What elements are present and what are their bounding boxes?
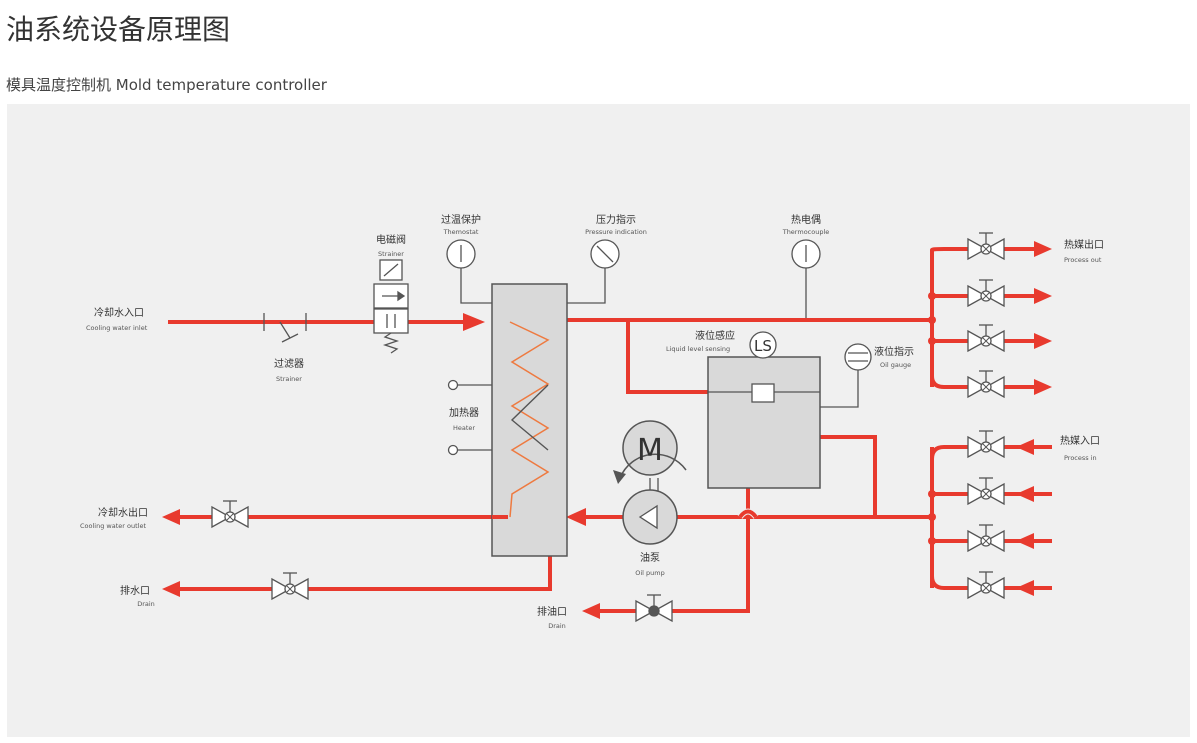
pressure-sub: Pressure indication (585, 228, 647, 236)
thermostat-label: 过温保护 (441, 213, 481, 226)
level-sensor (749, 331, 777, 359)
labels: 冷却水入口 Cooling water inlet 过滤器 Strainer 电… (80, 213, 1104, 630)
heating-element (510, 384, 549, 451)
pressure-gauge (590, 239, 620, 269)
red-piping (168, 247, 1052, 613)
cooling-out-label: 冷却水出口 (98, 506, 148, 519)
heater-label: 加热器 (449, 406, 479, 419)
strainer-label: 过滤器 (274, 357, 304, 370)
oil-pump-label: 油泵 (640, 551, 660, 564)
ls-symbol: LS (754, 337, 772, 355)
page-subtitle: 模具温度控制机 Mold temperature controller (6, 76, 327, 94)
thermocouple-sub: Thermocouple (782, 228, 830, 236)
process-in-label: 热媒入口 (1060, 434, 1100, 447)
schematic-svg: LS M (80, 213, 1104, 630)
thermocouple-label: 热电偶 (791, 213, 821, 226)
thermostat-sub: Themostat (443, 228, 479, 236)
cooling-out-sub: Cooling water outlet (80, 522, 146, 530)
process-out-label: 热媒出口 (1064, 238, 1104, 251)
drain-label: 排水口 (120, 584, 150, 597)
solenoid-label: 电磁阀 (376, 233, 406, 246)
solenoid-valve (373, 259, 409, 354)
schematic-panel: LS M (7, 104, 1190, 737)
solenoid-sub: Strainer (378, 250, 404, 258)
oil-gauge-instrument (844, 343, 872, 371)
drain-sub: Drain (137, 600, 155, 608)
level-sensing-label: 液位感应 (695, 329, 735, 342)
page-title: 油系统设备原理图 (6, 13, 231, 46)
oil-tank (707, 356, 821, 489)
oil-drain-label: 排油口 (537, 605, 567, 618)
heater-coil (509, 321, 550, 518)
oil-pump-sub: Oil pump (635, 569, 665, 577)
cooling-in-label: 冷却水入口 (94, 306, 144, 319)
thermocouple-gauge (791, 239, 821, 269)
heater-vessel (447, 283, 568, 557)
thermostat-gauge (446, 239, 476, 269)
flow-arrows (162, 241, 1052, 619)
process-out-sub: Process out (1064, 256, 1102, 264)
oil-gauge-sub: Oil gauge (880, 361, 911, 369)
level-sensing-sub: Liquid level sensing (666, 345, 730, 353)
motor-pump (613, 420, 687, 545)
cooling-in-sub: Cooling water inlet (86, 324, 148, 332)
oil-gauge-label: 液位指示 (874, 345, 914, 358)
process-in-sub: Process in (1064, 454, 1097, 462)
strainer-symbol (263, 313, 307, 343)
oil-drain-sub: Drain (548, 622, 566, 630)
motor-symbol: M (637, 433, 663, 468)
heater-sub: Heater (453, 424, 475, 432)
junction-dots (928, 292, 936, 545)
strainer-sub: Strainer (276, 375, 302, 383)
pressure-label: 压力指示 (596, 213, 636, 226)
valves (211, 232, 1005, 622)
